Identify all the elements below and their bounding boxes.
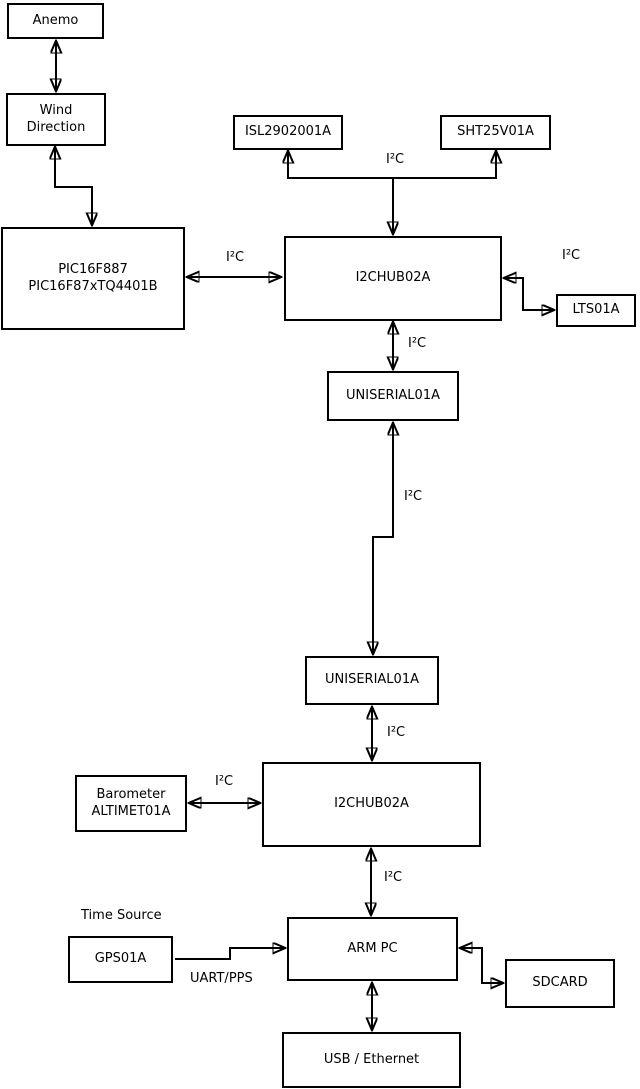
- node-pic-label2: PIC16F87xTQ4401B: [28, 278, 158, 294]
- node-sdcard-label: SDCARD: [532, 975, 588, 991]
- connector-gps-armpc: [175, 948, 285, 960]
- node-barometer: Barometer ALTIMET01A: [75, 775, 187, 832]
- node-wind-direction-label2: Direction: [26, 119, 86, 135]
- node-uniserial01a-1: UNISERIAL01A: [327, 371, 459, 421]
- node-usb-ethernet-label: USB / Ethernet: [323, 1051, 420, 1067]
- bus-label-i2c-hub2-arm: I²C: [384, 870, 403, 885]
- node-wind-direction: Wind Direction: [6, 93, 106, 146]
- bus-label-i2c-baro-hub2: I²C: [215, 774, 234, 789]
- node-uniserial01a-2: UNISERIAL01A: [305, 656, 439, 705]
- node-pic: PIC16F887 PIC16F87xTQ4401B: [1, 227, 185, 330]
- connector-armpc-sdcard: [460, 948, 503, 983]
- connector-hub1-lts: [504, 278, 554, 310]
- node-uniserial01a-1-label: UNISERIAL01A: [346, 387, 440, 403]
- label-time-source: Time Source: [81, 908, 162, 923]
- bus-label-i2c-pic-hub1: I²C: [226, 250, 245, 265]
- node-anemo-label: Anemo: [32, 12, 79, 28]
- connector-uniserial1-uniserial2: [373, 423, 393, 654]
- node-sdcard: SDCARD: [505, 959, 615, 1008]
- node-pic-label: PIC16F887: [58, 261, 128, 277]
- bus-label-i2c-hub1-uni1: I²C: [408, 336, 427, 351]
- node-isl2902001a-label: ISL2902001A: [244, 124, 332, 140]
- node-lts01a: LTS01A: [556, 294, 636, 327]
- node-sht25v01a-label: SHT25V01A: [457, 124, 534, 140]
- node-sht25v01a: SHT25V01A: [440, 115, 551, 150]
- connector-wind-pic: [55, 147, 92, 225]
- node-usb-ethernet: USB / Ethernet: [282, 1032, 461, 1088]
- bus-label-i2c-uni2-hub2: I²C: [387, 725, 406, 740]
- node-barometer-label2: ALTIMET01A: [91, 803, 171, 819]
- node-i2chub02a-1: I2CHUB02A: [284, 236, 502, 321]
- bus-label-i2c-long-link: I²C: [404, 489, 423, 504]
- bus-label-i2c-hub1-lts: I²C: [562, 248, 581, 263]
- node-barometer-label: Barometer: [96, 786, 166, 802]
- node-anemo: Anemo: [7, 3, 104, 39]
- node-wind-direction-label: Wind: [39, 102, 73, 118]
- node-gps01a: GPS01A: [68, 936, 173, 983]
- bus-label-i2c-top: I²C: [386, 152, 405, 167]
- node-uniserial01a-2-label: UNISERIAL01A: [325, 672, 419, 688]
- node-gps01a-label: GPS01A: [94, 951, 147, 967]
- node-lts01a-label: LTS01A: [572, 302, 620, 318]
- node-i2chub02a-2-label: I2CHUB02A: [334, 796, 409, 812]
- node-arm-pc-label: ARM PC: [347, 940, 398, 956]
- node-i2chub02a-2: I2CHUB02A: [262, 762, 481, 847]
- node-arm-pc: ARM PC: [287, 917, 458, 981]
- label-uart-pps: UART/PPS: [190, 971, 253, 986]
- node-isl2902001a: ISL2902001A: [233, 115, 343, 150]
- node-i2chub02a-1-label: I2CHUB02A: [355, 270, 431, 286]
